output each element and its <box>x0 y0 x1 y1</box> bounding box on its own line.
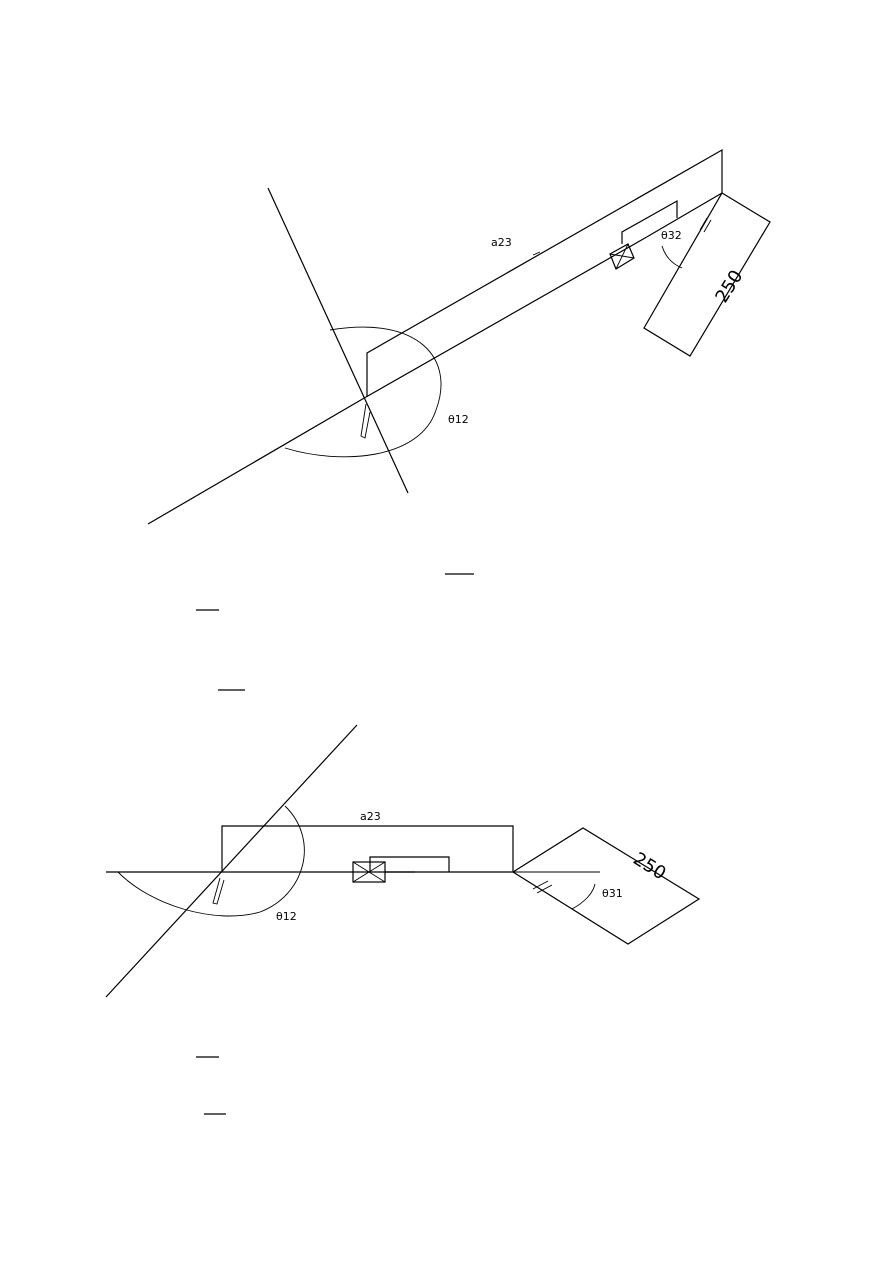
label-a23-top: a23 <box>491 236 512 249</box>
end-link <box>644 192 723 239</box>
link-upper-frame-bottom <box>221 825 514 872</box>
slider-block-top <box>609 243 635 270</box>
label-250-bottom: 250 <box>629 848 669 884</box>
label-theta12-bottom: θ12 <box>276 910 297 923</box>
a23-tick-top <box>532 251 541 256</box>
figure-bottom: a23 θ12 θ31 250 <box>105 724 701 998</box>
label-250-top: 250 <box>711 266 747 306</box>
angle-arc-theta12-top <box>284 326 442 458</box>
slider-step-bottom <box>369 856 450 872</box>
pin-mark-top-joint <box>360 403 371 439</box>
angle-arc-theta32 <box>661 245 683 269</box>
figure-top: a23 θ12 θ32 250 <box>147 148 771 525</box>
label-theta31: θ31 <box>602 887 623 900</box>
joint-axis-diagonal <box>105 724 358 998</box>
slider-step <box>621 199 678 244</box>
ground-line-left <box>147 396 367 525</box>
link-centerline <box>365 237 646 398</box>
pin-mark-bottom-end <box>532 880 553 894</box>
end-rectangle <box>643 192 771 357</box>
angle-arc-theta12-bottom <box>117 805 305 917</box>
joint-axis-line <box>267 187 409 494</box>
slider-block-bottom <box>352 861 415 883</box>
angle-arc-theta31 <box>571 883 596 910</box>
end-rectangle-bottom <box>511 827 701 945</box>
pin-mark-top-end <box>699 217 712 233</box>
label-theta32: θ32 <box>661 229 682 242</box>
label-theta12-top: θ12 <box>448 413 469 426</box>
label-a23-bottom: a23 <box>360 810 381 823</box>
link-upper-frame <box>366 148 723 397</box>
pin-mark-bottom-joint <box>212 877 225 905</box>
